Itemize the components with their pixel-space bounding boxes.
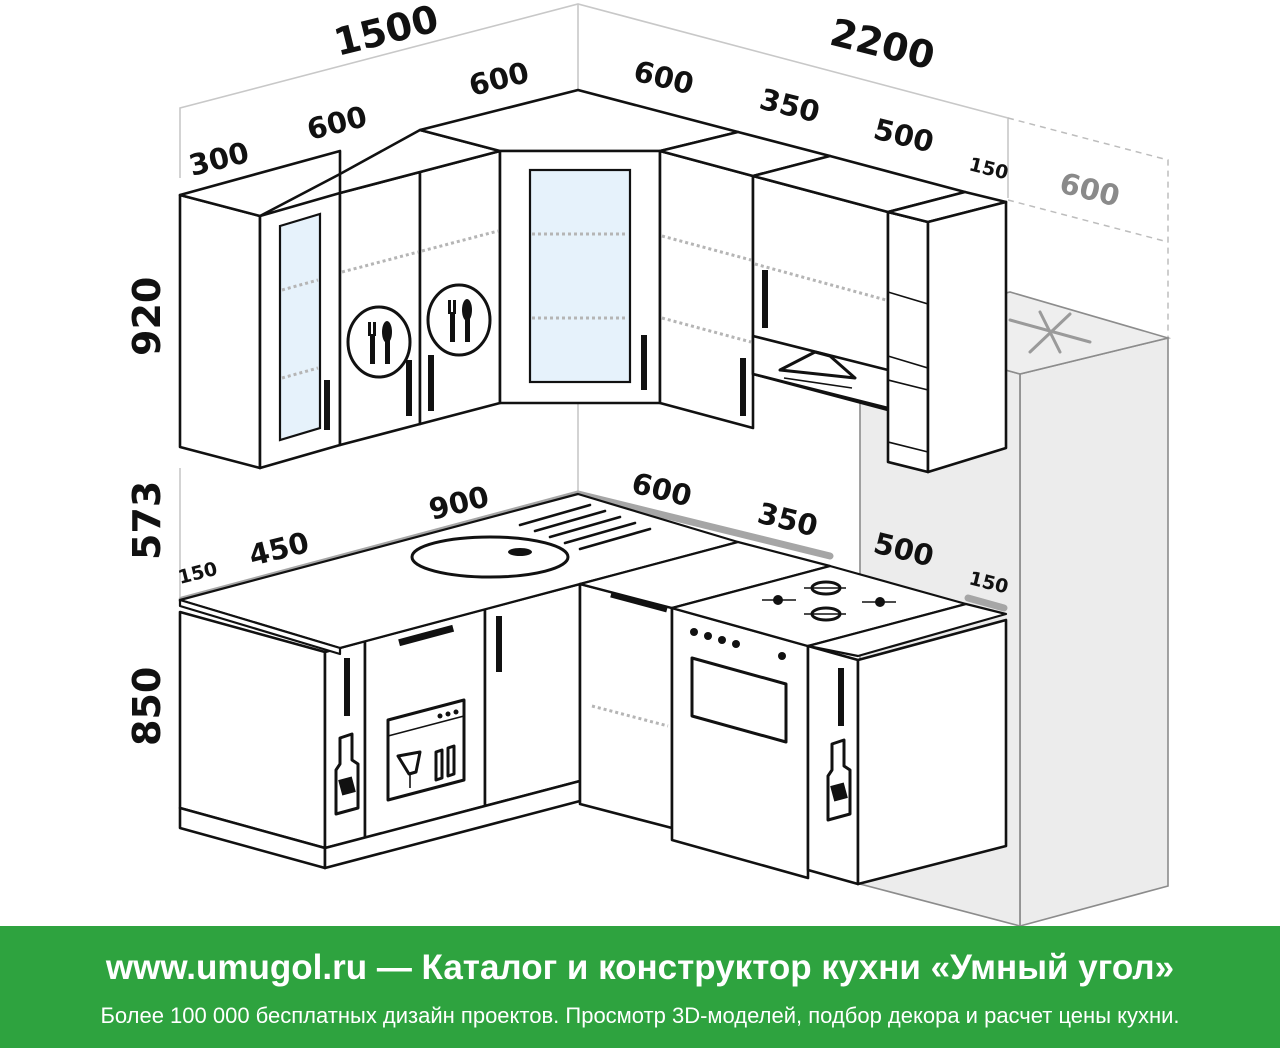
upper-corner-cabinet — [418, 88, 740, 405]
door-handle[interactable] — [762, 270, 768, 328]
dim-upper-total-right: 2200 — [826, 10, 939, 78]
left-countertop — [178, 492, 740, 656]
dim-upper-right-350: 350 — [756, 82, 823, 130]
dim-height-gap: 573 — [125, 481, 169, 560]
upper-right-cabinets — [658, 130, 1008, 474]
bottle-icon — [826, 738, 852, 822]
door-handle[interactable] — [641, 335, 647, 390]
room-guides — [179, 3, 1169, 598]
dim-upper-left-600a: 600 — [303, 99, 370, 147]
hood-icon — [778, 350, 857, 389]
dishwasher-icon — [386, 698, 466, 802]
footer-banner: www.umugol.ru — Каталог и конструктор ку… — [0, 926, 1280, 1048]
lower-left-cabinets — [178, 582, 582, 870]
upper-left-cabinets — [178, 128, 502, 470]
door-handle[interactable] — [344, 658, 350, 716]
door-handle[interactable] — [324, 380, 330, 430]
cutlery-icon — [426, 283, 492, 357]
footer-subtitle: Более 100 000 бесплатных дизайн проектов… — [100, 1003, 1180, 1028]
dim-upper-left-300: 300 — [185, 135, 252, 183]
dim-height-lower: 850 — [125, 667, 169, 746]
lower-right-cabinets — [578, 540, 1008, 886]
drawer-handle[interactable] — [610, 591, 668, 613]
sink-icon — [410, 535, 570, 579]
sink-drainer — [518, 503, 652, 551]
door-handle[interactable] — [406, 360, 412, 416]
footer-title[interactable]: www.umugol.ru — Каталог и конструктор ку… — [105, 948, 1175, 987]
door-handle[interactable] — [496, 616, 502, 672]
door-handle[interactable] — [740, 358, 746, 416]
kitchen-drawing: 1500 2200 300 600 600 600 350 500 150 60… — [125, 0, 1172, 926]
dim-upper-right-500: 500 — [870, 112, 937, 160]
door-handle[interactable] — [838, 668, 844, 726]
cutlery-icon — [346, 305, 412, 379]
dim-height-upper: 920 — [125, 277, 169, 356]
dim-upper-total-left: 1500 — [330, 0, 443, 65]
dim-fridge-600: 600 — [1056, 166, 1123, 214]
oven-icon — [690, 628, 788, 744]
hob-icon — [762, 580, 896, 622]
door-handle[interactable] — [428, 355, 434, 411]
dim-lower-left-150: 150 — [176, 558, 220, 589]
bottle-icon — [334, 732, 360, 816]
dishwasher-handle[interactable] — [398, 624, 455, 647]
dim-upper-right-150: 150 — [967, 154, 1011, 185]
dim-upper-right-600: 600 — [630, 54, 697, 102]
dim-upper-left-600b: 600 — [465, 55, 532, 103]
